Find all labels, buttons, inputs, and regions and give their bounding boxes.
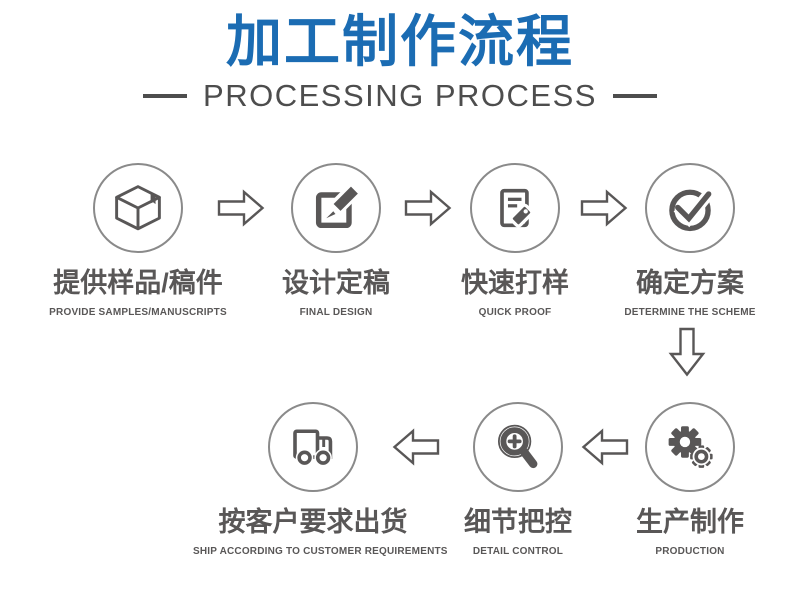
step-provide-samples: 提供样品/稿件 PROVIDE SAMPLES/MANUSCRIPTS <box>18 163 258 318</box>
step-circle <box>645 402 735 492</box>
page-subtitle-row: PROCESSING PROCESS <box>0 78 800 114</box>
subtitle-dash-left <box>143 94 188 98</box>
step-subtitle: FINAL DESIGN <box>299 307 373 318</box>
gears-icon <box>668 426 713 468</box>
step-title: 快速打样 <box>461 268 569 298</box>
step-title: 设计定稿 <box>282 268 390 298</box>
step-subtitle: DETERMINE THE SCHEME <box>624 307 756 318</box>
step-subtitle: PROVIDE SAMPLES/MANUSCRIPTS <box>49 307 227 318</box>
page-title: 加工制作流程 <box>226 10 574 73</box>
arrow-left-icon <box>581 428 629 466</box>
step-production: 生产制作 PRODUCTION <box>570 402 800 557</box>
step-circle <box>93 163 183 253</box>
arrow-right-icon <box>580 189 628 227</box>
check-circle-icon <box>669 189 714 232</box>
step-title: 确定方案 <box>636 268 744 298</box>
proof-document-tag-icon <box>500 188 534 228</box>
step-title: 按客户要求出货 <box>218 507 408 537</box>
step-circle <box>470 163 560 253</box>
step-subtitle: DETAIL CONTROL <box>472 546 564 557</box>
step-subtitle: SHIP ACCORDING TO CUSTOMER REQUIREMENTS <box>193 546 448 557</box>
subtitle-dash-right <box>612 94 657 98</box>
step-title: 生产制作 <box>636 507 744 537</box>
arrow-right-icon <box>217 189 265 227</box>
step-circle <box>291 163 381 253</box>
step-subtitle: PRODUCTION <box>655 546 725 557</box>
step-circle <box>473 402 563 492</box>
step-circle <box>268 402 358 492</box>
step-detail-control: 细节把控 DETAIL CONTROL <box>398 402 638 557</box>
page-subtitle: PROCESSING PROCESS <box>203 78 597 113</box>
arrow-down-icon <box>668 327 706 377</box>
arrow-right-icon <box>404 189 452 227</box>
delivery-truck-icon <box>293 429 333 467</box>
magnifier-plus-icon <box>497 424 538 469</box>
step-determine-scheme: 确定方案 DETERMINE THE SCHEME <box>570 163 800 318</box>
step-final-design: 设计定稿 FINAL DESIGN <box>216 163 456 318</box>
step-circle <box>645 163 735 253</box>
arrow-left-icon <box>392 428 440 466</box>
design-pencil-icon <box>315 182 362 229</box>
step-ship-goods: 按客户要求出货 SHIP ACCORDING TO CUSTOMER REQUI… <box>193 402 448 557</box>
step-title: 提供样品/稿件 <box>53 268 223 298</box>
package-box-icon <box>115 185 161 231</box>
step-quick-proof: 快速打样 QUICK PROOF <box>395 163 635 318</box>
step-title: 细节把控 <box>464 507 572 537</box>
step-subtitle: QUICK PROOF <box>478 307 552 318</box>
